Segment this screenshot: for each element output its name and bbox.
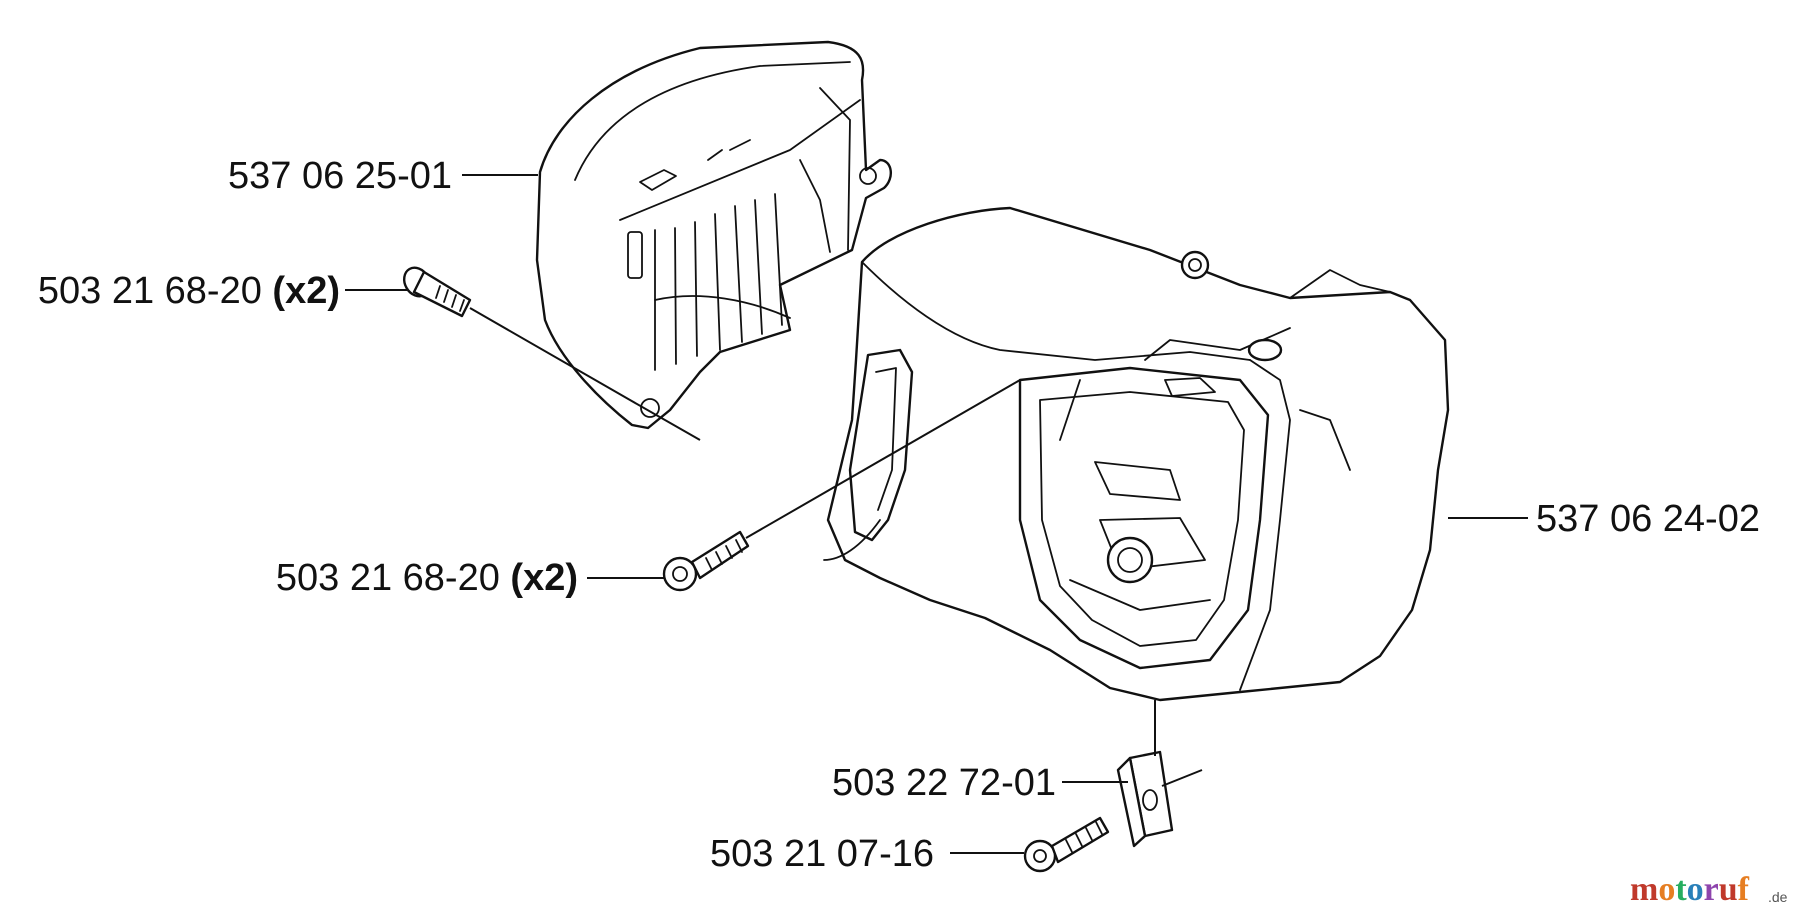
main-housing-drawing	[823, 206, 1450, 702]
part-label-537-06-24-02: 537 06 24-02	[1536, 498, 1760, 540]
middle-screw-drawing	[662, 379, 1021, 592]
logo-letter: t	[1675, 871, 1687, 908]
part-label-503-21-07-16: 503 21 07-16	[710, 833, 934, 875]
logo-letter: o	[1687, 871, 1704, 908]
logo-letter: m	[1630, 871, 1658, 908]
part-label-503-21-68-20-middle: 503 21 68-20 (x2)	[276, 557, 578, 599]
part-label-503-21-68-20-upper: 503 21 68-20 (x2)	[38, 270, 340, 312]
motoruf-logo: motoruf .de	[1630, 871, 1788, 908]
svg-text:motoruf: motoruf	[1630, 871, 1750, 908]
part-label-537-06-25-01: 537 06 25-01	[228, 155, 452, 197]
top-cover-drawing	[535, 40, 892, 430]
logo-letter: r	[1704, 871, 1719, 908]
logo-letter: f	[1738, 871, 1750, 908]
logo-letter: o	[1658, 871, 1675, 908]
logo-letter: u	[1719, 871, 1738, 908]
part-label-503-22-72-01: 503 22 72-01	[832, 762, 1056, 804]
upper-screw-drawing	[402, 266, 701, 441]
clip-drawing	[1116, 700, 1203, 848]
lower-screw-drawing	[1023, 816, 1110, 873]
svg-text:.de: .de	[1768, 889, 1788, 905]
